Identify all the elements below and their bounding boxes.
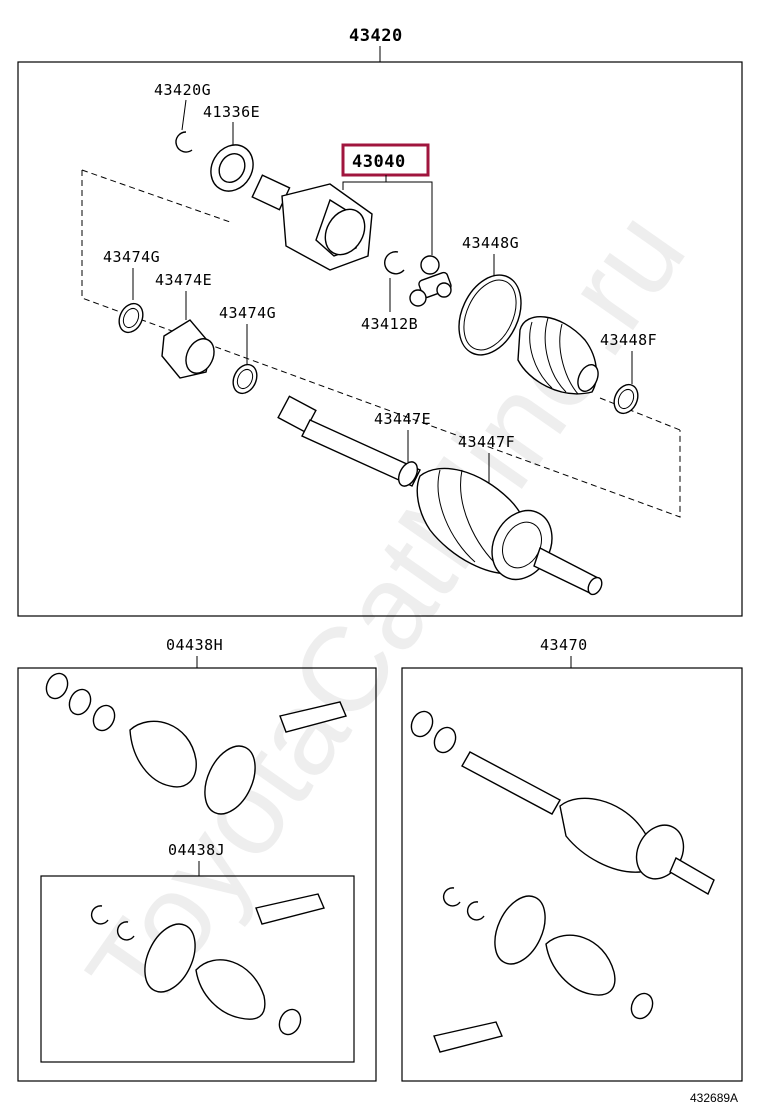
snap-ring-43412B — [384, 251, 405, 275]
kit-frame-04438H — [17, 667, 377, 1082]
label-04438J[interactable]: 04438J — [168, 841, 225, 859]
label-43412B[interactable]: 43412B — [361, 315, 418, 333]
label-43447F[interactable]: 43447F — [458, 433, 515, 451]
figure-code: 432689A — [690, 1091, 738, 1105]
clamp-43474G-left — [118, 302, 144, 334]
label-43447E[interactable]: 43447E — [374, 410, 431, 428]
label-43040[interactable]: 43040 — [352, 152, 406, 172]
label-43448G[interactable]: 43448G — [462, 234, 519, 252]
kit-04438J-parts — [90, 893, 325, 1036]
label-43448F[interactable]: 43448F — [600, 331, 657, 349]
clamp-43448G — [458, 274, 522, 356]
clamp-43474G-right — [232, 363, 258, 395]
label-43470[interactable]: 43470 — [540, 636, 588, 654]
label-43474E[interactable]: 43474E — [155, 271, 212, 289]
tripod-43040 — [409, 255, 452, 307]
boot-43474E — [161, 319, 215, 379]
kit-04438H-parts — [45, 672, 347, 815]
label-43420G[interactable]: 43420G — [154, 81, 211, 99]
main-frame — [17, 61, 743, 617]
snap-ring-43420G — [175, 131, 193, 153]
joint-housing — [251, 174, 373, 271]
kit-frame-04438J — [40, 875, 355, 1063]
label-43420[interactable]: 43420 — [349, 26, 403, 46]
dashed-outline — [81, 170, 681, 518]
boot-inboard — [517, 316, 599, 395]
assembly-frame-43470 — [401, 667, 743, 1082]
label-41336E[interactable]: 41336E — [203, 103, 260, 121]
label-04438H[interactable]: 04438H — [166, 636, 223, 654]
drive-shaft — [277, 395, 603, 596]
label-43474G-right[interactable]: 43474G — [219, 304, 276, 322]
assembly-43470-parts — [410, 710, 715, 1053]
label-43474G-left[interactable]: 43474G — [103, 248, 160, 266]
